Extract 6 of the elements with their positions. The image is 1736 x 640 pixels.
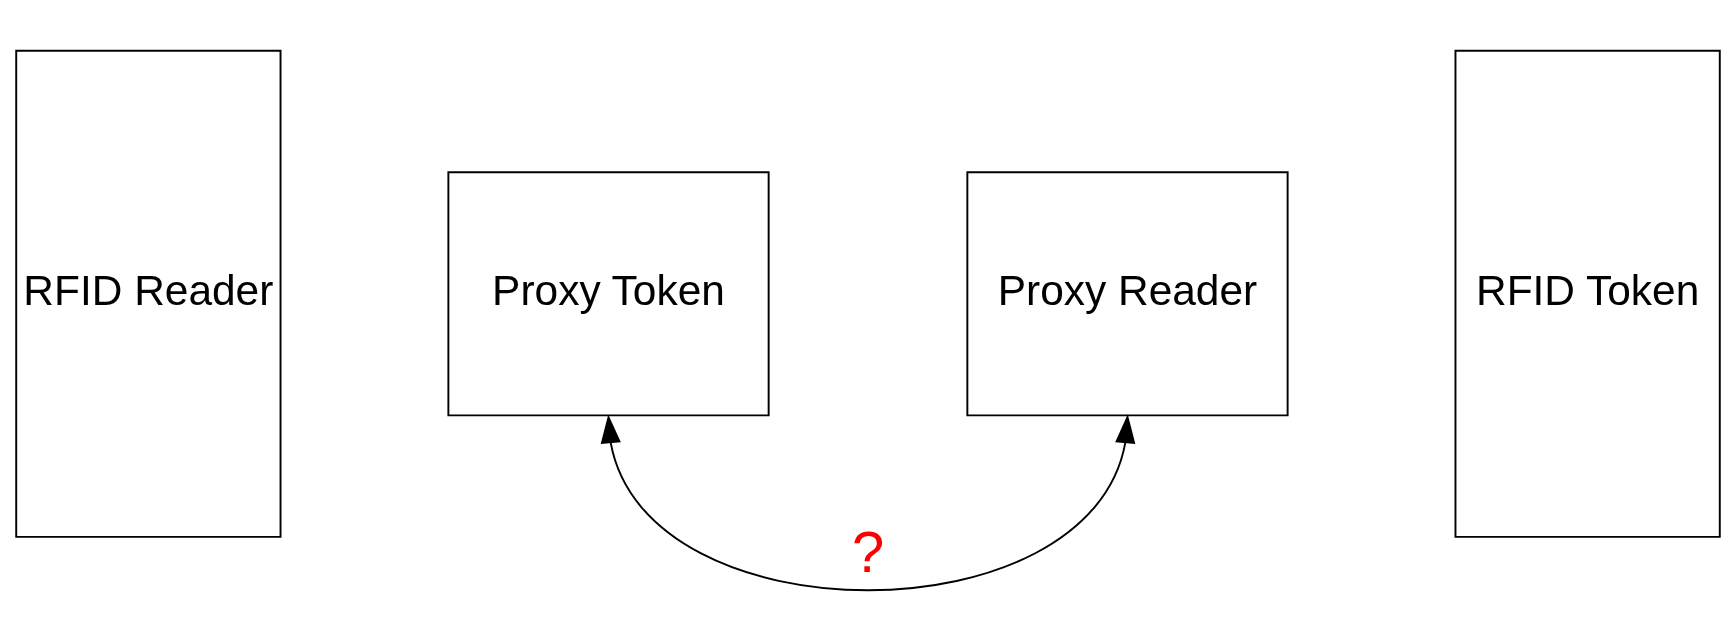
node-box: Proxy Reader [966,170,1289,416]
node-box: RFID Reader [15,49,282,538]
edge-label: ? [851,519,885,584]
node-box: RFID Token [1454,49,1721,538]
arrow [600,413,1136,591]
node-box: Proxy Token [447,170,770,416]
